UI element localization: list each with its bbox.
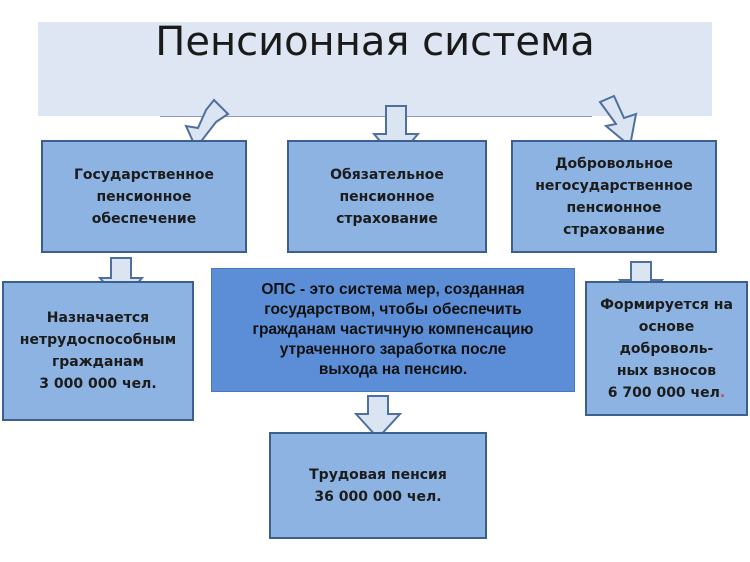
mandatory-insurance-box: Обязательное пенсионное страхование bbox=[287, 140, 487, 253]
title-underline bbox=[160, 116, 592, 117]
voluntary-contributions-text: Формируется на основе доброволь- ных взн… bbox=[600, 296, 733, 401]
arrow-to-labor-pension bbox=[354, 395, 402, 440]
arrow-to-voluntary-insurance bbox=[598, 94, 638, 148]
state-pension-box: Государственное пенсионное обеспечение bbox=[41, 140, 247, 253]
title-band bbox=[38, 22, 712, 116]
page-title: Пенсионная система bbox=[155, 19, 595, 65]
ops-definition-box: ОПС - это система мер, созданная государ… bbox=[211, 268, 575, 392]
voluntary-contributions-box: Формируется на основе доброволь- ных взн… bbox=[585, 281, 748, 416]
trailing-dot: . bbox=[719, 384, 726, 401]
disabled-citizens-box: Назначается нетрудоспособным гражданам 3… bbox=[2, 281, 194, 421]
voluntary-insurance-box: Добровольное негосударственное пенсионно… bbox=[511, 140, 717, 253]
labor-pension-box: Трудовая пенсия 36 000 000 чел. bbox=[269, 432, 487, 539]
arrow-to-state-pension bbox=[184, 98, 230, 150]
